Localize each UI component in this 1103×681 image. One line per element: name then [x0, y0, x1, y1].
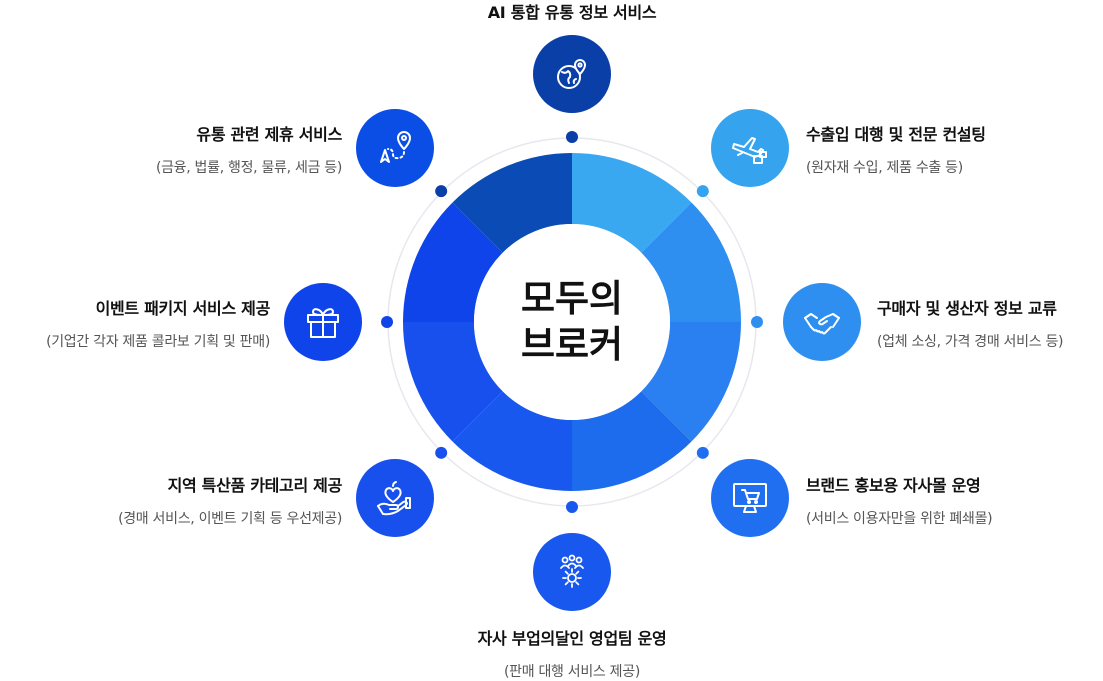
- route-pin-icon: [380, 131, 411, 163]
- node-title: AI 통합 유통 정보 서비스: [487, 3, 657, 22]
- hand-heart-icon: [377, 481, 411, 516]
- team-gear-icon: [560, 554, 584, 588]
- handshake-icon: [804, 313, 840, 335]
- connector-dot: [696, 446, 709, 459]
- ring-segment: [641, 202, 741, 322]
- node-subtitle: (업체 소싱, 가격 경매 서비스 등): [877, 334, 1064, 350]
- node-title: 구매자 및 생산자 정보 교류: [877, 299, 1057, 318]
- node-top-right: [711, 109, 789, 187]
- node-bottom-right: [711, 459, 789, 537]
- node-subtitle: (기업간 각자 제품 콜라보 기획 및 판매): [46, 334, 270, 350]
- center-line-1: 모두의: [520, 277, 624, 320]
- ring-segment: [452, 391, 572, 491]
- gift-icon: [307, 308, 339, 338]
- label-top-right: 수출입 대행 및 전문 컨설팅 (원자재 수입, 제품 수출 등): [806, 121, 986, 177]
- ring-segments: [403, 153, 741, 491]
- ring-segment: [572, 391, 692, 491]
- connector-dot: [696, 185, 709, 198]
- connector-dot: [381, 316, 393, 328]
- airplane-box-icon: [732, 137, 767, 164]
- node-title: 자사 부업의달인 영업팀 운영: [477, 629, 667, 648]
- center-line-2: 브로커: [520, 323, 624, 366]
- connector-dot: [435, 185, 448, 198]
- label-bottom: 자사 부업의달인 영업팀 운영 (판매 대행 서비스 제공): [478, 625, 667, 681]
- ring-segment: [572, 153, 692, 253]
- label-right: 구매자 및 생산자 정보 교류 (업체 소싱, 가격 경매 서비스 등): [877, 295, 1063, 351]
- node-title: 브랜드 홍보용 자사몰 운영: [806, 476, 981, 495]
- label-top-left: 유통 관련 제휴 서비스 (금융, 법률, 행정, 물류, 세금 등): [156, 121, 342, 177]
- label-bottom-left: 지역 특산품 카테고리 제공 (경매 서비스, 이벤트 기획 등 우선제공): [118, 472, 342, 528]
- node-subtitle: (금융, 법률, 행정, 물류, 세금 등): [155, 160, 342, 176]
- node-top-left: [356, 109, 434, 187]
- node-title: 지역 특산품 카테고리 제공: [167, 476, 343, 495]
- label-bottom-right: 브랜드 홍보용 자사몰 운영 (서비스 이용자만을 위한 폐쇄몰): [806, 472, 993, 528]
- ring-dots: [381, 131, 763, 513]
- center-title: 모두의 브로커: [521, 276, 623, 368]
- monitor-cart-icon: [733, 483, 767, 513]
- node-bottom-left: [356, 459, 434, 537]
- ring-segment: [403, 202, 503, 322]
- node-right: [783, 283, 861, 361]
- node-bottom: [533, 533, 611, 611]
- connector-dot: [566, 501, 578, 513]
- node-subtitle: (판매 대행 서비스 제공): [503, 664, 640, 680]
- connector-dot: [751, 316, 763, 328]
- node-top: [533, 35, 611, 113]
- node-left: [284, 283, 362, 361]
- node-subtitle: (경매 서비스, 이벤트 기획 등 우선제공): [118, 511, 342, 527]
- node-subtitle: (원자재 수입, 제품 수출 등): [806, 160, 963, 176]
- node-title: 수출입 대행 및 전문 컨설팅: [806, 125, 986, 144]
- ring-segment: [452, 153, 572, 253]
- label-left: 이벤트 패키지 서비스 제공 (기업간 각자 제품 콜라보 기획 및 판매): [46, 295, 270, 351]
- ring-segment: [403, 322, 503, 442]
- ring-segment: [641, 322, 741, 442]
- node-subtitle: (서비스 이용자만을 위한 폐쇄몰): [806, 511, 993, 527]
- inner-hole: [474, 224, 670, 420]
- label-top: AI 통합 유통 정보 서비스: [488, 0, 657, 23]
- connector-dot: [435, 446, 448, 459]
- connector-dot: [566, 131, 578, 143]
- globe-pin-icon: [557, 59, 586, 89]
- node-title: 유통 관련 제휴 서비스: [196, 125, 342, 144]
- node-title: 이벤트 패키지 서비스 제공: [95, 299, 271, 318]
